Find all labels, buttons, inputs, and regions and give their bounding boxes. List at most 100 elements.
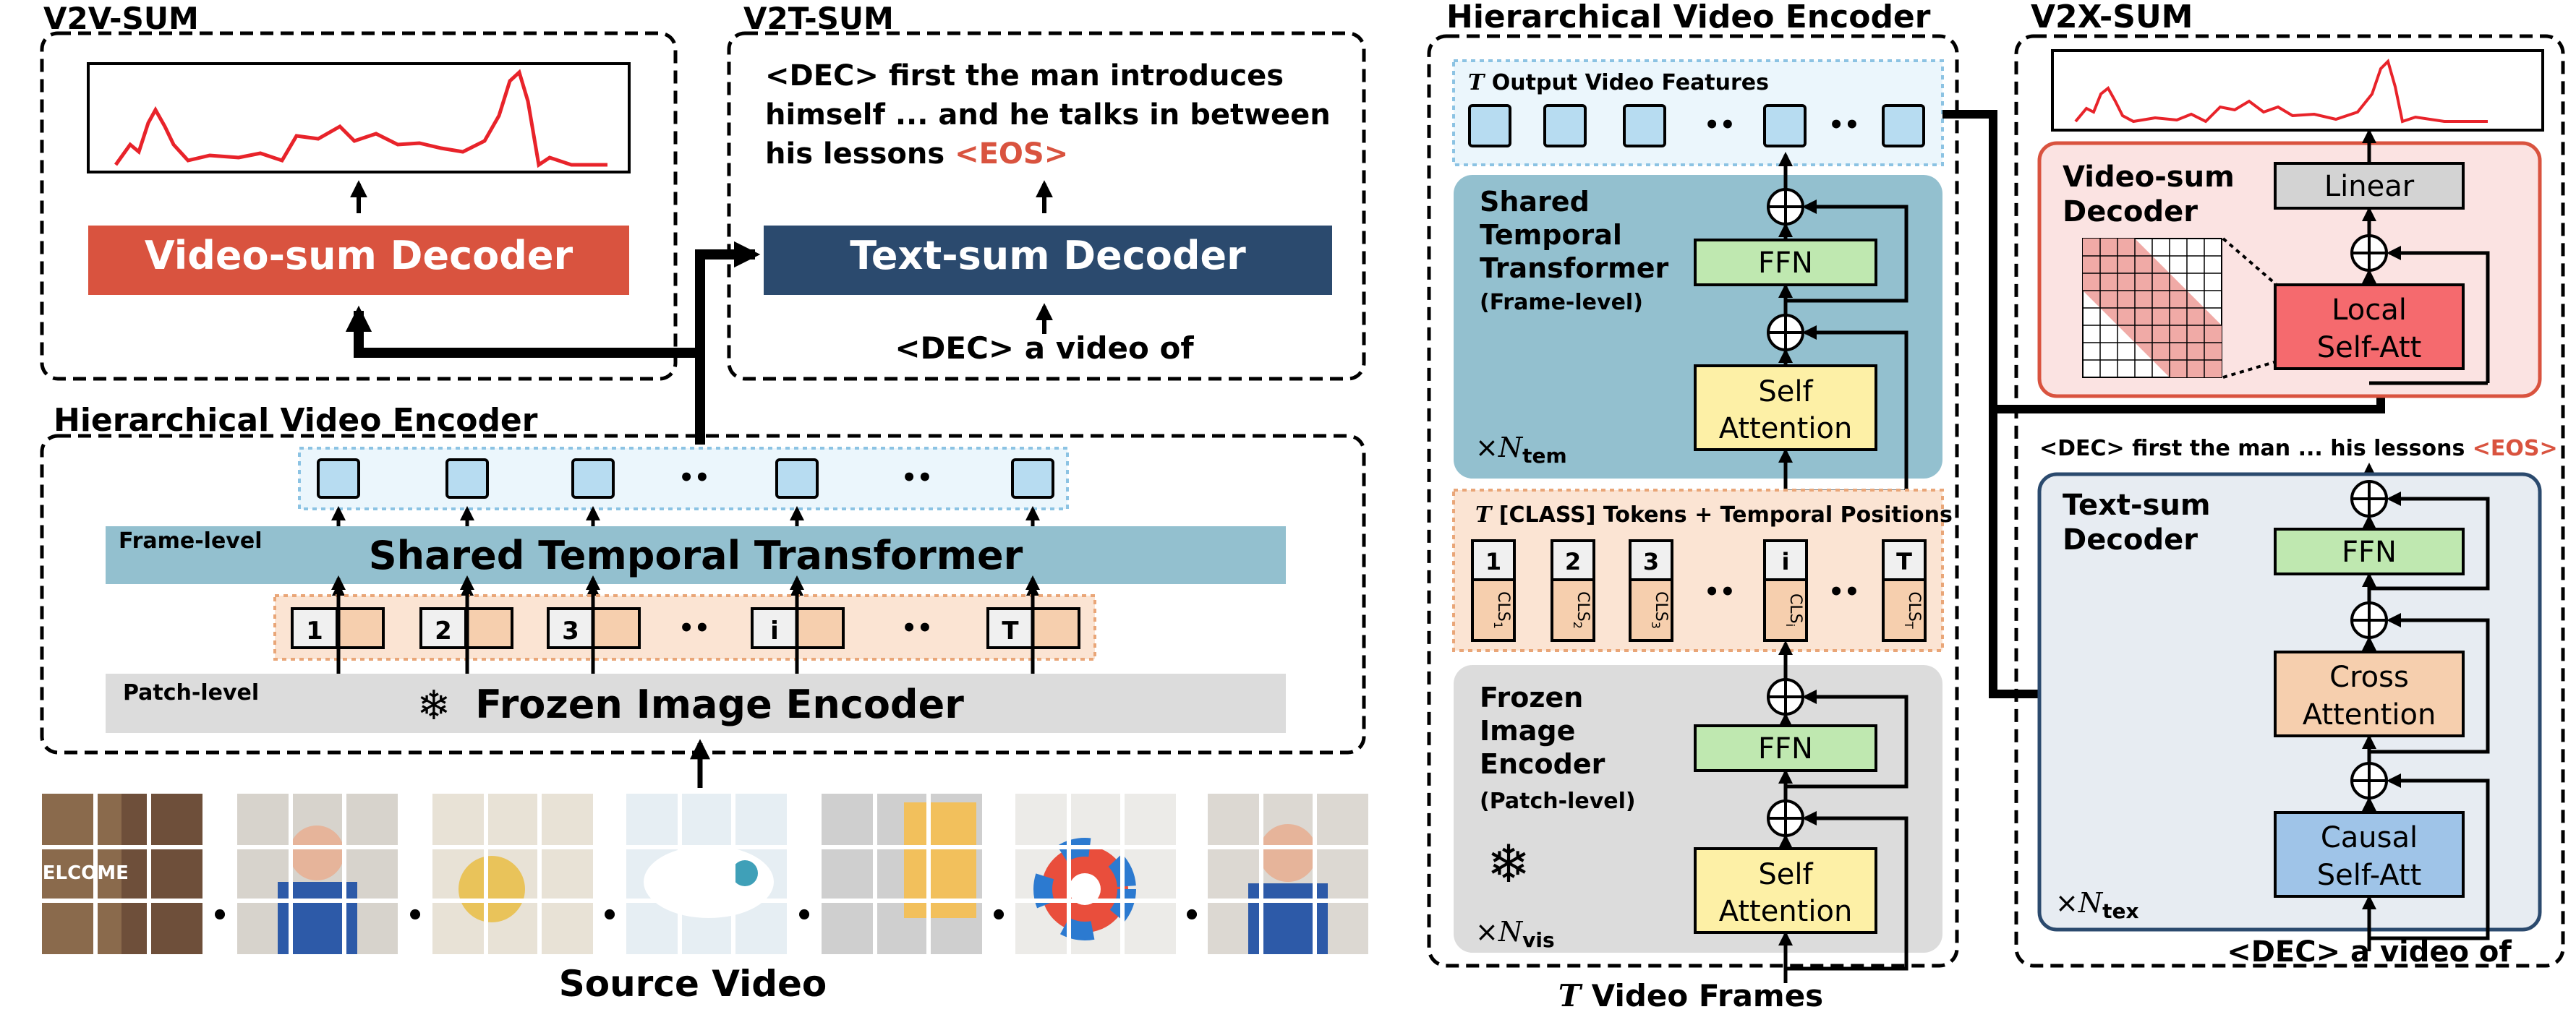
cls-box-3 <box>1629 578 1673 642</box>
mid-feature-ellipsis-2: •• <box>1828 111 1859 140</box>
mid-feature-ellipsis-1: •• <box>1704 111 1735 140</box>
token-label-i: i <box>770 617 779 646</box>
v2t-output-line1: <DEC> first the man introduces <box>765 59 1284 93</box>
mid-feature-1 <box>1468 104 1511 147</box>
encoder-to-video-decoder-arrow <box>345 305 705 445</box>
token-id-i-box <box>751 607 798 649</box>
tsum-line2: Decoder <box>2063 523 2198 557</box>
frame-level-label: Frame-level <box>119 528 263 554</box>
cls-text-2: CLS2 <box>1571 591 1592 629</box>
class-id-box-2 <box>1551 539 1595 581</box>
video-summary-plot <box>87 62 631 173</box>
snowflake-icon: ❄ <box>417 682 451 729</box>
class-tokens-label: T [CLASS] Tokens + Temporal Positions <box>1475 502 1953 528</box>
patch-level-label: Patch-level <box>123 680 259 706</box>
token-id-3-box <box>547 607 594 649</box>
token-id-1-box <box>291 607 338 649</box>
video-frames-label: T Video Frames <box>1558 978 1823 1012</box>
output-feature-2 <box>445 458 489 499</box>
v2v-sum-title: V2V-SUM <box>43 1 199 36</box>
middle-output-features-bar <box>1452 59 1944 166</box>
output-features-label: T Output Video Features <box>1468 70 1769 95</box>
token-cls-2-box <box>464 607 513 649</box>
text-sum-decoder-block <box>764 226 1332 295</box>
frozen-image-encoder-block <box>106 674 1286 733</box>
mid-feature-2 <box>1543 104 1587 147</box>
cls-box-1 <box>1471 578 1516 642</box>
cls-text-1: CLS1 <box>1491 591 1512 629</box>
n-tem-label: ×Ntem <box>1475 432 1567 468</box>
token-ellipsis-1: •• <box>678 614 709 643</box>
token-cls-i-box <box>796 607 845 649</box>
class-ellipsis-1: •• <box>1704 578 1735 606</box>
class-id-T: T <box>1896 548 1912 575</box>
frame-dot-3: • <box>600 899 619 932</box>
frozen-line3: Encoder <box>1480 748 1605 780</box>
ffn-label-2: FFN <box>1758 732 1813 766</box>
class-tokens-bar <box>273 594 1096 661</box>
tsum-line1: Text-sum <box>2063 489 2211 522</box>
frame-dot-5: • <box>989 899 1008 932</box>
token-cls-3-box <box>592 607 641 649</box>
n-tex-label: ×Ntex <box>2055 887 2139 923</box>
cross-line2: Attention <box>2303 698 2436 732</box>
cls-text-i: CLSi <box>1783 593 1804 627</box>
causal-line1: Causal <box>2321 821 2418 854</box>
frozen-line2: Image <box>1480 715 1575 747</box>
v2v-sum-panel: V2V-SUM Video-sum Decoder <box>40 1 678 381</box>
cls-text-T: CLST <box>1902 591 1923 629</box>
self-attn-1-line2: Attention <box>1719 412 1853 445</box>
shared-line3: Transformer <box>1480 252 1669 284</box>
middle-snowflake-icon: ❄ <box>1487 833 1530 894</box>
right-summary-plot <box>2051 49 2544 132</box>
right-dec-input-text: <DEC> a video of <box>2227 935 2512 969</box>
token-cls-T-box <box>1031 607 1080 649</box>
left-encoder-title: Hierarchical Video Encoder <box>54 402 538 439</box>
class-id-1: 1 <box>1485 548 1501 575</box>
frozen-line1: Frozen <box>1480 682 1583 713</box>
causal-self-att-block <box>2274 811 2465 898</box>
shared-temporal-transformer-label: Shared Temporal Transformer <box>369 533 1023 578</box>
source-video-frames: WELCOME <box>22 794 1368 954</box>
output-feature-1 <box>317 458 360 499</box>
mid-feature-3 <box>1623 104 1666 147</box>
linear-label: Linear <box>2324 170 2415 203</box>
frame-dot-2: • <box>406 899 425 932</box>
local-self-att-block <box>2274 283 2465 370</box>
dec-output-text: <DEC> first the man ... his lessons <EOS… <box>2039 436 2558 461</box>
dec-input-text: <DEC> a video of <box>895 330 1194 366</box>
self-attn-2-line1: Self <box>1758 858 1813 891</box>
token-label-1: 1 <box>306 617 323 646</box>
v2t-sum-title: V2T-SUM <box>743 1 894 36</box>
class-id-2: 2 <box>1565 548 1581 575</box>
token-ellipsis-2: •• <box>901 614 932 643</box>
middle-encoder-title: Hierarchical Video Encoder <box>1446 0 1931 35</box>
source-video-label: Source Video <box>559 963 827 1005</box>
n-vis-label: ×Nvis <box>1475 916 1555 952</box>
middle-class-tokens-bar <box>1452 489 1944 652</box>
video-sum-decoder-label: Video-sum Decoder <box>145 233 573 278</box>
self-attn-2-line2: Attention <box>1719 895 1853 928</box>
v2x-sum-title: V2X-SUM <box>2031 0 2193 35</box>
frame-dot-4: • <box>795 899 814 932</box>
frozen-image-encoder-label: Frozen Image Encoder <box>475 682 964 727</box>
left-hierarchical-encoder: Hierarchical Video Encoder •• •• Frame-l… <box>40 402 1366 755</box>
frozen-line4: (Patch-level) <box>1480 789 1636 814</box>
shared-line4: (Frame-level) <box>1480 290 1643 315</box>
encoder-to-text-decoder-arrow <box>695 241 761 353</box>
frame-dot-1: • <box>210 899 229 932</box>
v2x-sum-panel: V2X-SUM Video-sum Decoder Lin <box>2014 0 2565 969</box>
self-attn-1-line1: Self <box>1758 375 1813 408</box>
local-line2: Self-Att <box>2317 331 2422 364</box>
text-sum-decoder-label: Text-sum Decoder <box>850 233 1246 278</box>
token-label-2: 2 <box>435 617 452 646</box>
class-id-3: 3 <box>1643 548 1659 575</box>
right-ffn-block <box>2274 528 2465 575</box>
cls-box-T <box>1882 578 1927 642</box>
causal-line2: Self-Att <box>2317 859 2422 892</box>
local-line1: Local <box>2332 293 2407 327</box>
cross-line1: Cross <box>2329 661 2409 694</box>
right-importance-curve <box>2074 59 2488 124</box>
shared-line1: Shared <box>1480 186 1590 218</box>
mid-feature-T <box>1882 104 1925 147</box>
